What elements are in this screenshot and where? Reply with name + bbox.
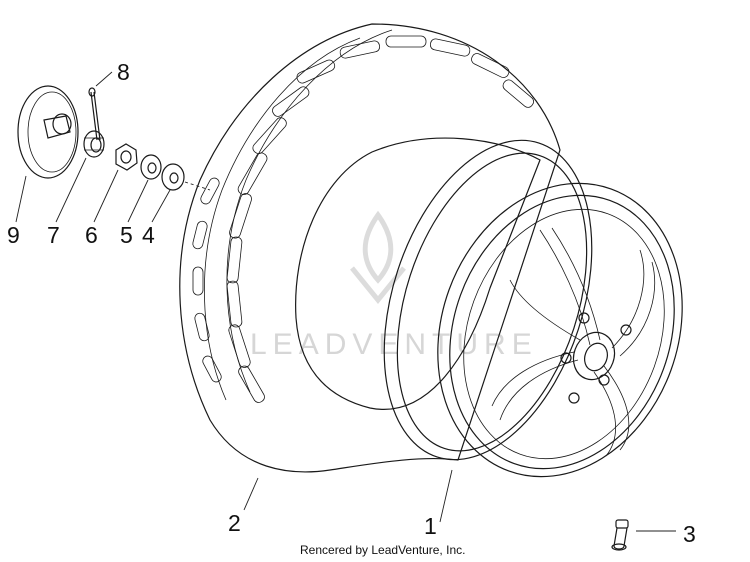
washer-5: [140, 154, 162, 180]
callout-4: 4: [142, 222, 155, 248]
tire-tread: [192, 35, 535, 403]
nut-6: [115, 143, 138, 171]
footer-credit: Rencered by LeadVenture, Inc.: [300, 543, 465, 557]
callout-6: 6: [85, 222, 98, 248]
cotter-pin-8: [88, 87, 101, 141]
leader-lines: [15, 71, 676, 532]
tire: [179, 23, 561, 473]
callout-8: 8: [117, 59, 130, 85]
callout-2: 2: [228, 510, 241, 536]
watermark-text: LEADVENTURE: [250, 328, 538, 361]
callout-3: 3: [683, 521, 696, 547]
watermark: LEADVENTURE: [250, 210, 538, 361]
rim: [383, 139, 683, 478]
washer-4: [161, 163, 185, 191]
callout-5: 5: [120, 222, 133, 248]
callout-1: 1: [424, 513, 437, 539]
watermark-flame-icon: [350, 210, 406, 304]
rim-hub: [560, 312, 632, 404]
valve-stem: [611, 519, 629, 551]
callout-7: 7: [47, 222, 60, 248]
hub-cap-9: [17, 85, 79, 179]
castle-nut-7: [83, 130, 105, 158]
callout-9: 9: [7, 222, 20, 248]
